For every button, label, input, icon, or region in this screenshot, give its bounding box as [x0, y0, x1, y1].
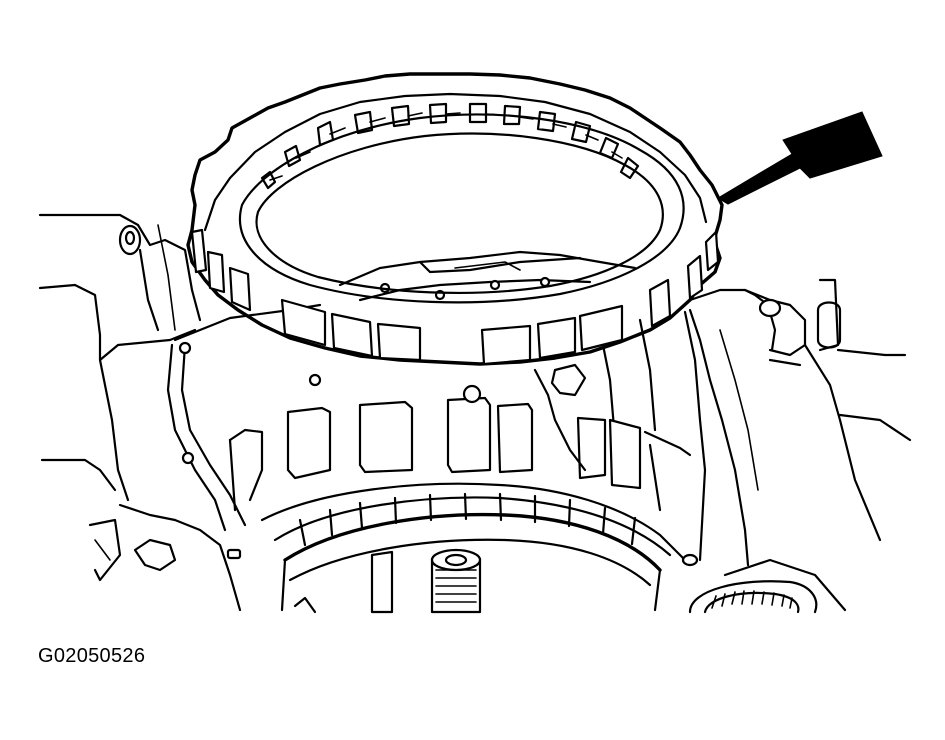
output-bearing [681, 553, 818, 614]
inner-clutch-pack [260, 482, 687, 612]
arrow-pointer [717, 111, 883, 205]
clutch-plate-ring [186, 72, 724, 366]
figure-id-label: G02050526 [38, 645, 146, 667]
center-shaft [293, 548, 482, 614]
clutch-drum [228, 363, 692, 512]
ring-internal-splines [260, 102, 640, 190]
transmission-housing-left [38, 213, 202, 582]
transmission-housing-right [688, 278, 912, 612]
valve-body [338, 250, 637, 302]
ring-external-lugs [190, 228, 720, 366]
case-flange [118, 303, 322, 612]
